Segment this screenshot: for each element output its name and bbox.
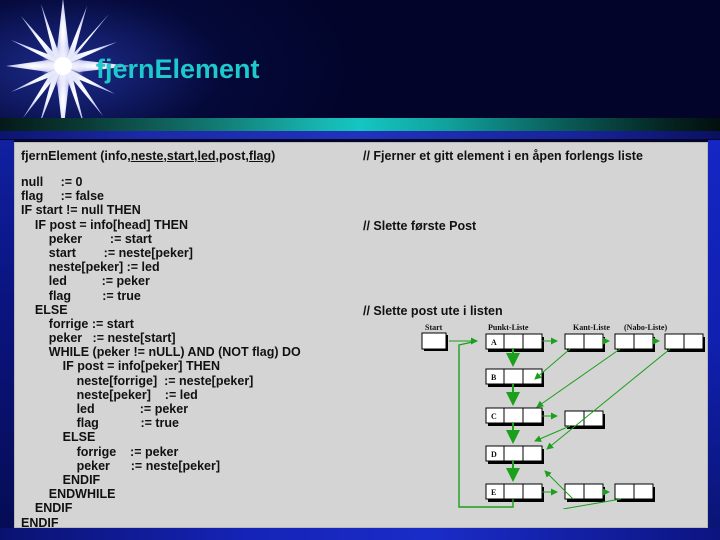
comment-delete-first: // Slette første Post xyxy=(363,219,477,233)
svg-text:C: C xyxy=(491,412,497,421)
code-line: ELSE xyxy=(21,302,68,317)
diagram-header-punkt: Punkt-Liste xyxy=(488,323,529,332)
banner-rule-navy xyxy=(0,131,720,139)
page-title: fjernElement xyxy=(96,54,260,84)
svg-text:B: B xyxy=(491,373,497,382)
code-line: ENDIF xyxy=(21,501,73,516)
diagram-links xyxy=(449,337,671,509)
slide-edge-right xyxy=(708,140,720,540)
signature-param-led: led xyxy=(197,149,216,163)
svg-text:D: D xyxy=(491,450,497,459)
signature-param-separator: , xyxy=(127,149,131,163)
code-line: ELSE xyxy=(21,430,96,445)
signature-param-post: post xyxy=(219,149,246,163)
code-line: peker := neste[start] xyxy=(21,331,176,346)
svg-text:A: A xyxy=(491,338,497,347)
star-burst-icon xyxy=(6,0,136,134)
code-line: led := peker xyxy=(21,274,150,289)
procedure-signature: fjernElement (info,neste,start,led,post,… xyxy=(21,149,275,163)
code-line: flag := false xyxy=(21,189,105,204)
signature-param-separator: , xyxy=(245,149,249,163)
code-line: start := neste[peker] xyxy=(21,245,193,260)
diagram-header-kant: Kant-Liste xyxy=(573,323,610,332)
code-line: neste[peker] := led xyxy=(21,387,198,402)
signature-param-info: info xyxy=(104,149,128,163)
slide-banner: fjernElement xyxy=(0,0,720,134)
punkt-liste-nodes: A B C xyxy=(485,333,544,502)
signature-open-paren: ( xyxy=(96,149,105,163)
signature-param-separator: , xyxy=(194,149,198,163)
code-line: led := peker xyxy=(21,402,189,416)
code-line: forrige := start xyxy=(21,316,134,331)
code-line: WHILE (peker != nULL) AND (NOT flag) DO xyxy=(21,345,301,360)
diagram-header-start: Start xyxy=(425,323,443,332)
signature-param-neste: neste xyxy=(130,149,164,163)
code-line: IF start != null THEN xyxy=(21,203,141,218)
signature-close-paren: ) xyxy=(271,149,276,163)
content-panel: fjernElement (info,neste,start,led,post,… xyxy=(14,142,708,530)
code-line: ENDIF xyxy=(21,472,101,487)
code-line: null := 0 xyxy=(21,175,83,189)
signature-param-flag: flag xyxy=(248,149,272,163)
signature-param-start: start xyxy=(166,149,194,163)
code-line: ENDIF xyxy=(21,515,59,530)
kant-liste-nodes xyxy=(564,333,705,502)
banner-rule-dark xyxy=(0,139,720,142)
code-line: forrige := peker xyxy=(21,444,179,459)
signature-param-separator: , xyxy=(163,149,167,163)
code-line: flag := true xyxy=(21,288,141,303)
signature-param-separator: , xyxy=(215,149,220,163)
code-line: IF post = info[head] THEN xyxy=(21,217,189,232)
linked-list-diagram: Start Punkt-Liste Kant-Liste (Nabo-Liste… xyxy=(415,321,707,509)
diagram-start-node xyxy=(421,332,448,351)
comment-delete-middle: // Slette post ute i listen xyxy=(363,304,503,318)
banner-rule-teal xyxy=(0,118,720,131)
code-line: peker := neste[peker] xyxy=(21,458,221,473)
code-line: peker := start xyxy=(21,231,152,246)
procedure-name: fjernElement xyxy=(21,149,97,163)
diagram-header-nabo: (Nabo-Liste) xyxy=(624,323,667,332)
slide-edge-left xyxy=(0,140,14,540)
code-line: ENDWHILE xyxy=(21,487,116,502)
svg-text:E: E xyxy=(491,488,496,497)
comment-header: // Fjerner et gitt element i en åpen for… xyxy=(363,149,643,163)
code-line: IF post = info[peker] THEN xyxy=(21,359,220,374)
code-line: neste[peker] := led xyxy=(21,260,160,275)
code-line: flag := true xyxy=(21,416,180,431)
code-line: neste[forrige] := neste[peker] xyxy=(21,373,254,388)
slide-edge-bottom xyxy=(0,528,720,540)
signature-params: info,neste,start,led,post,flag xyxy=(104,149,271,163)
